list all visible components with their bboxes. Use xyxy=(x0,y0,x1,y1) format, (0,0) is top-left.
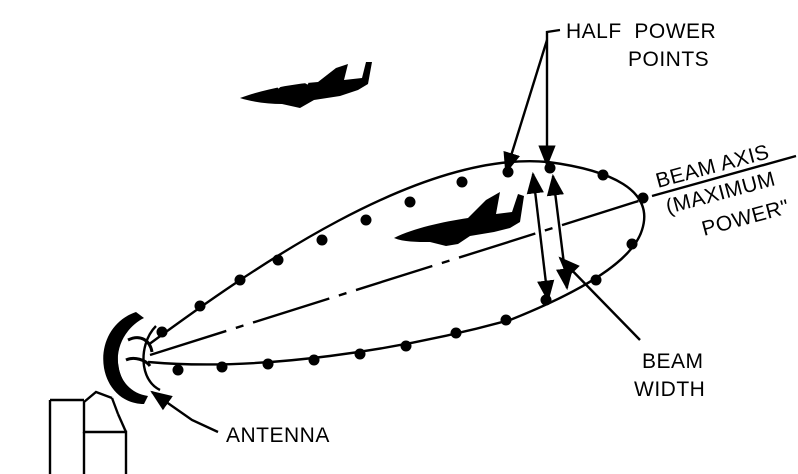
lobe-point xyxy=(360,214,372,226)
aircraft-upper-icon xyxy=(240,62,372,108)
lobe-point xyxy=(450,327,462,339)
antenna-label: ANTENNA xyxy=(226,424,330,447)
half-power-label-line2: POINTS xyxy=(628,48,709,71)
lobe-point xyxy=(262,358,274,370)
lobe-point xyxy=(456,176,468,188)
lobe-point xyxy=(500,314,512,326)
lobe-point xyxy=(597,169,609,181)
antenna-icon xyxy=(103,312,161,404)
lobe-point xyxy=(590,274,602,286)
lobe-points xyxy=(156,162,649,376)
lobe-point xyxy=(308,354,320,366)
antenna-leader xyxy=(150,390,219,434)
beam-width-label-line2: WIDTH xyxy=(634,378,705,401)
lobe-point xyxy=(216,361,228,373)
half-power-leaders xyxy=(503,28,561,175)
beam-axis-line xyxy=(149,196,649,357)
beam-width-leader xyxy=(558,256,641,341)
beam-axis-underline xyxy=(651,154,797,198)
lobe-point xyxy=(316,234,328,246)
beam-width-label-line1: BEAM xyxy=(642,350,704,373)
lobe-point xyxy=(156,326,168,338)
lobe-point xyxy=(540,294,552,306)
lobe-point xyxy=(172,364,184,376)
half-power-label-line1: HALF POWER xyxy=(566,20,716,43)
lobe-point xyxy=(272,254,284,266)
lobe-point xyxy=(400,340,412,352)
beam-width-arrows xyxy=(526,171,574,303)
aircraft-in-beam-icon xyxy=(394,192,524,246)
antenna-pedestal-icon xyxy=(48,390,128,474)
lobe-point xyxy=(194,300,206,312)
lobe-point xyxy=(234,274,246,286)
beam-lobe xyxy=(147,159,646,366)
lobe-point xyxy=(626,238,638,250)
lobe-point xyxy=(354,348,366,360)
lobe-point xyxy=(404,196,416,208)
lobe-point xyxy=(637,192,649,204)
